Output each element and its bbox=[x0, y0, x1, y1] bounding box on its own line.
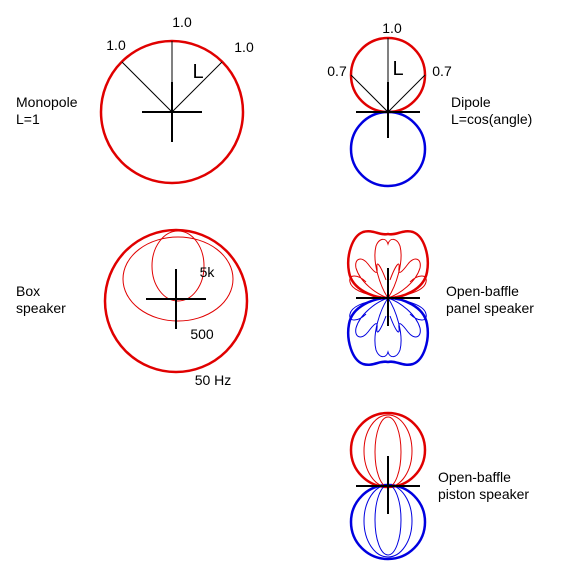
monopole-vector-left bbox=[121, 61, 173, 113]
dipole-vector-right bbox=[387, 74, 426, 113]
box-speaker-title: Box speaker bbox=[16, 283, 66, 317]
dipole-vector-label: L bbox=[392, 58, 403, 80]
panel-front-outer-lobe bbox=[347, 230, 429, 300]
dipole-title: Dipole L=cos(angle) bbox=[451, 94, 532, 128]
monopole-title-line2: L=1 bbox=[16, 111, 40, 127]
box-freq-low: 50 Hz bbox=[195, 372, 232, 388]
monopole-title: Monopole L=1 bbox=[16, 94, 78, 128]
box-title-line1: Box bbox=[16, 283, 41, 299]
dipole-diagram: 1.0 0.7 0.7 L bbox=[327, 20, 452, 188]
dipole-title-line1: Dipole bbox=[451, 94, 491, 110]
monopole-value-top: 1.0 bbox=[172, 14, 192, 30]
piston-speaker-title: Open-baffle piston speaker bbox=[438, 469, 529, 503]
monopole-vector-label: L bbox=[192, 61, 203, 83]
panel-front-inner-lobes bbox=[349, 238, 427, 299]
panel-title-line2: panel speaker bbox=[446, 300, 534, 316]
box-title-line2: speaker bbox=[16, 300, 66, 316]
panel-title-line1: Open-baffle bbox=[446, 283, 519, 299]
dipole-value-right: 0.7 bbox=[432, 63, 452, 79]
dipole-title-line2: L=cos(angle) bbox=[451, 111, 533, 127]
monopole-value-right: 1.0 bbox=[234, 39, 254, 55]
panel-speaker-diagram bbox=[347, 230, 429, 366]
piston-title-line1: Open-baffle bbox=[438, 469, 511, 485]
panel-back-outer-lobe bbox=[347, 296, 429, 366]
box-pattern-50hz bbox=[103, 228, 249, 374]
monopole-title-line1: Monopole bbox=[16, 94, 78, 110]
piston-title-line2: piston speaker bbox=[438, 486, 530, 502]
dipole-vector-left bbox=[350, 74, 389, 113]
panel-speaker-title: Open-baffle panel speaker bbox=[446, 283, 534, 317]
box-freq-high: 5k bbox=[200, 264, 216, 280]
monopole-value-left: 1.0 bbox=[106, 37, 126, 53]
box-pattern-500hz bbox=[122, 236, 234, 322]
piston-speaker-diagram bbox=[349, 411, 427, 561]
box-pattern-5k bbox=[151, 230, 205, 302]
box-speaker-diagram: 5k 500 50 Hz bbox=[103, 228, 249, 388]
dipole-value-top: 1.0 bbox=[382, 20, 402, 36]
box-freq-mid: 500 bbox=[190, 326, 214, 342]
monopole-diagram: 1.0 1.0 1.0 L bbox=[99, 14, 254, 185]
monopole-vector-right bbox=[171, 61, 223, 113]
panel-back-inner-lobes bbox=[349, 297, 427, 358]
dipole-value-left: 0.7 bbox=[327, 63, 347, 79]
